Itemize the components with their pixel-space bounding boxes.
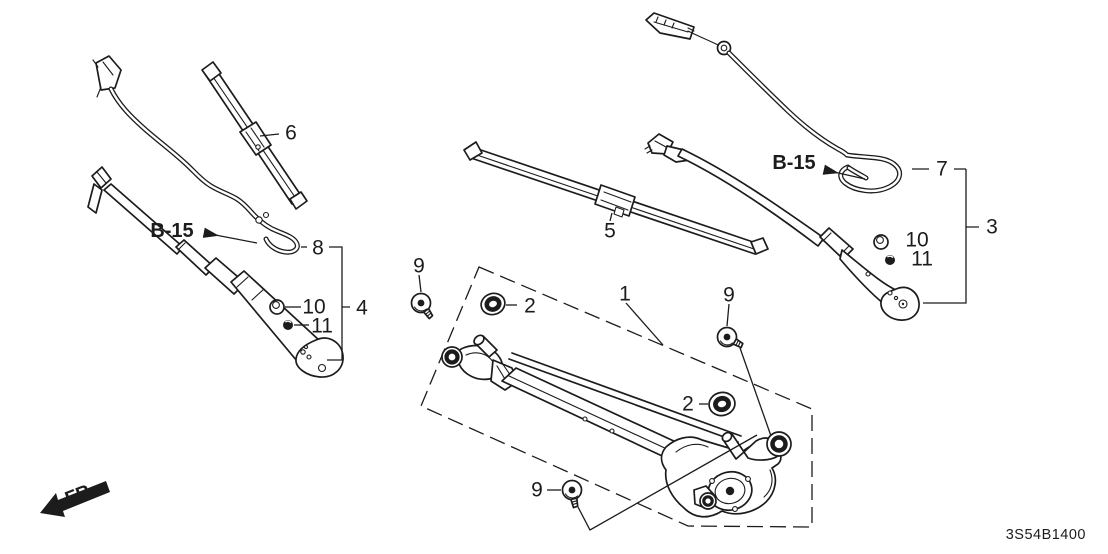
callout-1[interactable]: 1 (619, 283, 631, 306)
callout-6[interactable]: 6 (285, 122, 297, 145)
front-arrow-icon (40, 481, 110, 517)
callout-9-upper-left[interactable]: 9 (413, 255, 425, 278)
callout-11-driver[interactable]: 11 (311, 315, 333, 338)
callout-2-upper[interactable]: 2 (524, 295, 536, 318)
leader-lines (202, 133, 979, 531)
callout-4[interactable]: 4 (356, 297, 368, 320)
wiper-linkage-assembly (441, 334, 792, 518)
callout-11-passenger[interactable]: 11 (911, 248, 933, 271)
mount-grommet-lower (708, 391, 736, 417)
pivot-nut-passenger (885, 255, 895, 265)
mount-bolt-lower (561, 479, 583, 509)
wiper-arm-driver (87, 166, 344, 378)
mount-bolt-upper-left (410, 292, 434, 320)
front-marker-label: FR. (62, 479, 98, 510)
pivot-cap-passenger (873, 234, 889, 250)
washer-tube-driver (92, 55, 300, 255)
callout-10-passenger[interactable]: 10 (905, 229, 928, 252)
pivot-cap-driver (269, 299, 285, 315)
front-direction-marker: FR. (40, 479, 110, 517)
washer-tube-passenger (645, 12, 903, 194)
mount-grommet-upper (480, 292, 506, 316)
diagram-code: 3S54B1400 (1006, 527, 1086, 543)
mount-bolt-right (716, 326, 744, 349)
callout-9-right[interactable]: 9 (723, 284, 735, 307)
wiper-blade-passenger (201, 61, 308, 210)
callout-3[interactable]: 3 (986, 216, 998, 239)
callout-5[interactable]: 5 (604, 220, 616, 243)
wiper-blade-driver (463, 141, 769, 255)
callout-labels: 1 2 2 3 4 5 6 7 8 9 9 9 10 10 11 11 B-15… (150, 122, 998, 502)
assembly-boundary-box (420, 266, 813, 528)
callout-2-lower[interactable]: 2 (682, 393, 694, 416)
callout-9-lower[interactable]: 9 (531, 479, 543, 502)
crossref-b15-right[interactable]: B-15 (772, 152, 815, 174)
crossref-b15-left[interactable]: B-15 (150, 220, 193, 242)
callout-10-driver[interactable]: 10 (302, 296, 325, 319)
callout-8[interactable]: 8 (312, 237, 324, 260)
pivot-nut-driver (283, 320, 293, 330)
wiper-arm-passenger (644, 133, 920, 321)
callout-7[interactable]: 7 (936, 158, 948, 181)
